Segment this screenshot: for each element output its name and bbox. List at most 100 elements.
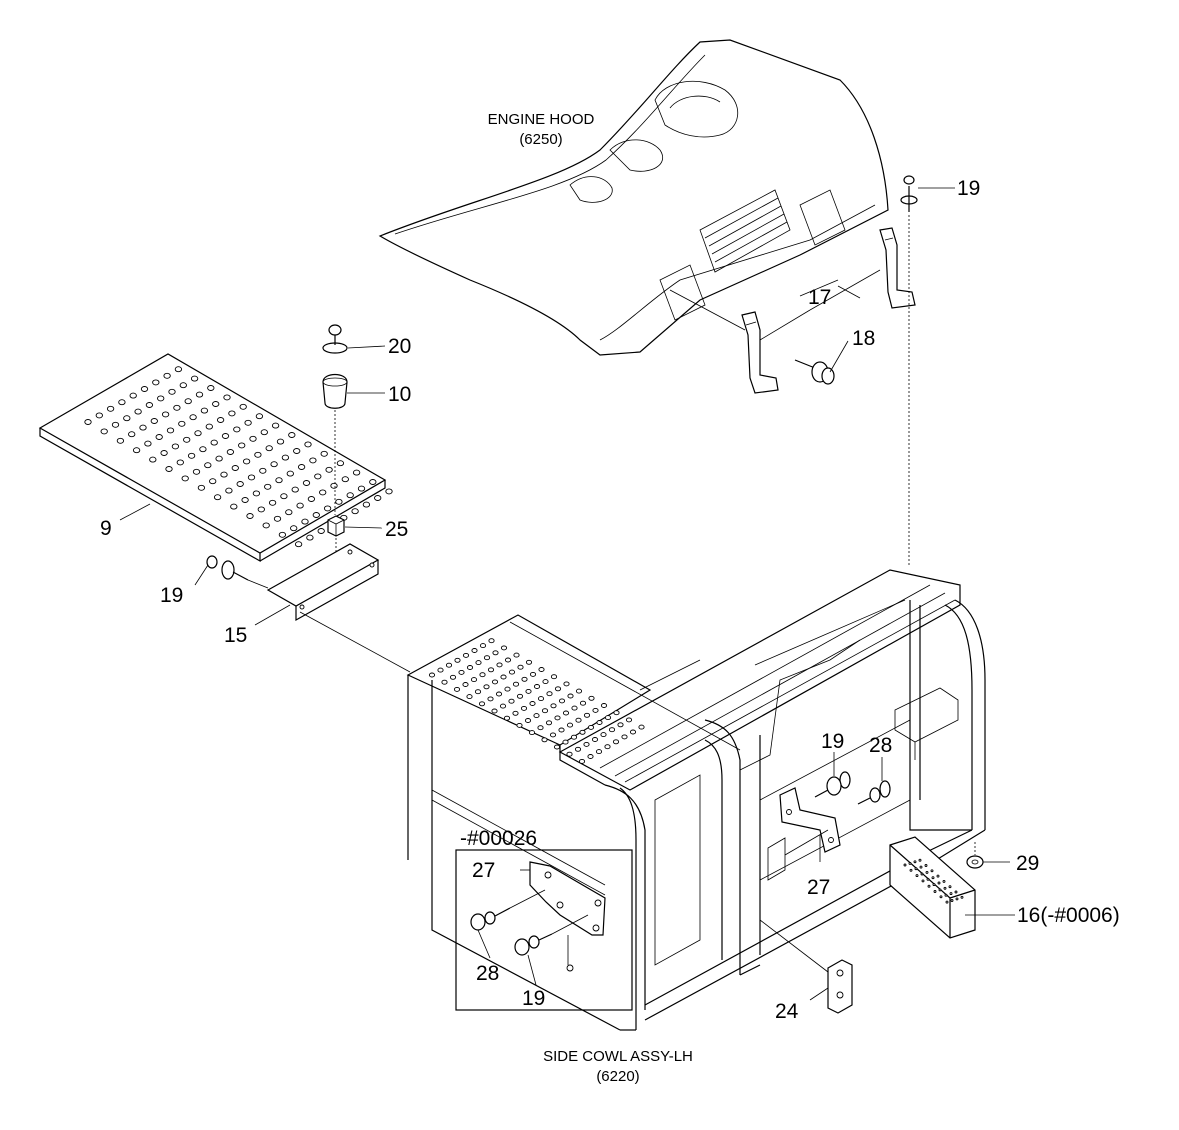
hole [249,435,257,442]
hole [516,693,524,699]
hood-latch-rear [879,227,916,309]
hole [216,417,225,423]
engine-hood-name: ENGINE HOOD [488,111,595,128]
hole [123,415,131,422]
hole [276,438,285,445]
hole [479,643,487,649]
hole [341,476,349,483]
serial-callout-box: -#00026 [455,827,633,1011]
hole [529,671,537,677]
hole [919,865,923,869]
hole [314,473,322,480]
hole [930,869,934,873]
hole [293,448,301,454]
hole [513,652,520,658]
hole [579,700,587,706]
hole [500,645,508,651]
hole [212,401,220,407]
bracket-24 [759,919,853,1014]
hole [466,694,473,700]
hole [512,710,519,716]
hole [275,477,283,484]
hole [926,877,930,881]
hole [608,727,616,733]
hole [194,430,202,437]
hole [166,427,175,434]
hole [317,528,325,534]
hole [537,725,544,731]
hole [578,758,586,764]
hole [225,487,233,494]
hole [541,708,549,714]
hole [595,749,603,755]
hole [483,684,490,690]
hole [323,505,332,512]
hole [936,874,940,878]
hole [195,391,204,398]
hole [335,498,343,505]
label-part-9: 9 [100,517,112,540]
hole [579,729,586,735]
hole [575,717,582,723]
hole [537,696,545,702]
hole [587,754,594,759]
hole [914,867,918,871]
hole [197,484,206,491]
hole [129,392,137,399]
hole [116,437,125,444]
hole [950,899,954,902]
hole [286,470,294,477]
hole [927,884,931,888]
hole [479,672,486,678]
hole [281,454,290,461]
hole [562,710,570,716]
hole [563,681,570,687]
label-part-18: 18 [852,327,875,350]
hole [574,746,582,752]
bolt-19-left [206,555,249,581]
hole [475,660,482,666]
hole [173,404,181,411]
hole [285,509,293,516]
hole [247,474,256,481]
hole [571,705,578,711]
hole [152,379,160,386]
hole [288,432,296,438]
hole [478,701,486,707]
hole [210,439,218,446]
hole [221,433,230,439]
hole [192,468,201,475]
hole [949,892,953,896]
side-cowl-name: SIDE COWL ASSY-LH [543,1048,693,1065]
hole [524,718,532,723]
label-part-17: 17 [808,286,831,309]
hole [84,419,92,425]
hole [238,442,246,449]
bolt-18 [794,359,835,385]
side-cowl-frame [406,569,986,1031]
hole [491,708,498,714]
hole [262,522,270,529]
hole [915,874,919,878]
part-number-labels: 19 20 10 9 25 19 15 17 18 19 28 27 29 16… [100,177,1120,1023]
hole [168,388,176,395]
hole [294,541,303,548]
hole [474,689,482,695]
bolt-28-mid [857,780,891,805]
hole [453,686,461,692]
hole [491,679,499,685]
hole [174,366,183,373]
hole [471,648,478,653]
hole [466,665,474,670]
hole [184,398,192,405]
hole [265,445,273,452]
hole [270,461,278,468]
hole [428,672,436,678]
hole [230,503,238,510]
label-part-24: 24 [775,1000,799,1023]
hole [161,411,170,418]
hole [617,722,624,728]
hole [454,657,461,663]
hole [189,414,197,421]
hole [587,724,595,730]
